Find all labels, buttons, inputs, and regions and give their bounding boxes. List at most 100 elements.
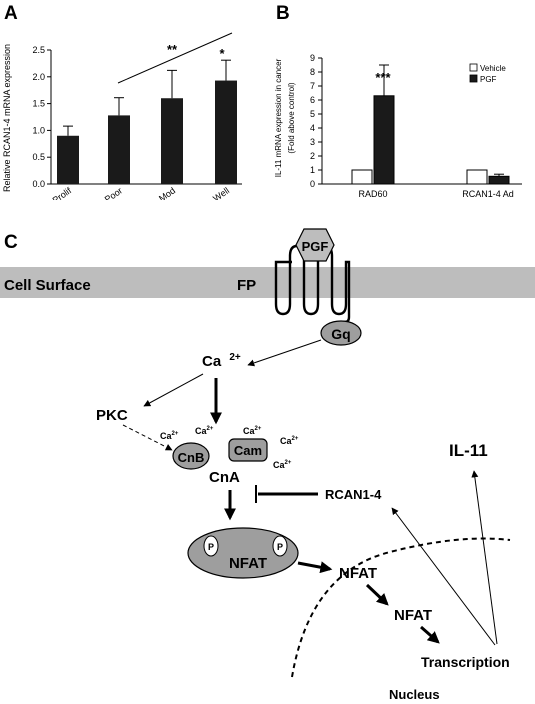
y-tick-label: 2.5 [32,45,45,55]
calcium-ion: Ca2+ [280,436,299,446]
panel-b-legend: Vehicle PGF [469,63,506,84]
phosphate-right-label: P [277,542,283,552]
legend-label-pgf: PGF [480,75,497,84]
arrow-transcription-to-rcan [391,507,496,646]
gq-protein [320,320,362,346]
nuclear-membrane [291,537,511,678]
x-tick-label: Prolif [51,185,74,200]
panel-c-diagram: C Cell Surface FP PGF Gq Ca 2+ PKC Ca2+ … [0,228,535,702]
y-tick-label: 3 [310,137,315,147]
y-tick-label: 1.5 [32,99,45,109]
y-tick-label: 0.5 [32,152,45,162]
pkc-label: PKC [96,407,128,424]
panel-b-chart: B IL-11 mRNA expression in cancer (Fold … [274,3,522,199]
arrow-transcription-to-il11 [471,470,498,645]
y-tick-label: 4 [310,123,315,133]
phosphate-left [203,535,219,557]
calcium-ion-superscript: 2+ [255,426,262,432]
bar [488,175,510,185]
y-tick-label: 6 [310,95,315,105]
cell-surface-label: Cell Surface [4,277,91,294]
panel-a-trend-line [117,32,233,84]
calcium-label: Ca 2+ [202,352,241,370]
phosphate-left-label: P [208,542,214,552]
arrow-nfat-to-nfat [365,583,389,606]
x-tick-label: Mod [157,185,177,200]
arrow-gq-to-ca [247,339,322,367]
calcium-ion-superscript: 2+ [207,426,214,432]
panel-a-ylabel: Relative RCAN1-4 mRNA expression [2,44,12,192]
panel-letter-b: B [276,3,290,24]
y-tick-label: 7 [310,81,315,91]
calcium-ion-superscript: 2+ [172,431,179,437]
bar [351,169,373,185]
rcan-label: RCAN1-4 [325,487,382,502]
y-tick-label: 5 [310,109,315,119]
calcium-ion-superscript: 2+ [292,436,299,442]
panel-letter-a: A [4,3,18,24]
panel-b-ylabel: IL-11 mRNA expression in cancer [274,58,283,177]
arrow-nfat-translocation [297,561,333,574]
calcium-ion-text: Ca [195,426,207,436]
y-tick-label: 2 [310,151,315,161]
calcium-ion-text: Ca [160,431,172,441]
calcium-ion: Ca2+ [195,426,214,436]
x-tick-label: Poor [103,185,124,200]
nfat-main-label: NFAT [229,555,267,572]
bar [161,98,183,184]
calcium-text: Ca [202,353,222,370]
cnb-label: CnB [178,450,205,465]
nucleus-label: Nucleus [389,687,440,702]
transcription-label: Transcription [421,654,510,670]
cam-label: Cam [234,443,262,458]
y-tick-label: 0 [310,179,315,189]
calcium-ion-text: Ca [273,460,285,470]
y-tick-label: 2.0 [32,72,45,82]
legend-label-vehicle: Vehicle [480,64,506,73]
calcium-ion-text: Ca [280,436,292,446]
bar [57,135,79,184]
pgf-ligand [295,228,335,262]
calcium-ion: Ca2+ [273,460,292,470]
fp-receptor-label: FP [237,277,256,294]
panel-a-well-significance: * [219,46,225,61]
cnb-subunit [172,442,210,470]
calcium-ions: Ca2+ Ca2+ Ca2+ Ca2+ Ca2+ [160,426,299,470]
arrow-nfat-to-transcription [420,625,440,644]
calcium-ion: Ca2+ [160,431,179,441]
phosphate-right [272,535,288,557]
panel-letter-c: C [4,232,18,253]
pgf-label: PGF [302,239,329,254]
cell-membrane [0,267,535,298]
calcium-superscript: 2+ [229,352,241,363]
panel-b-ylabel-line1: IL-11 mRNA expression in cancer [274,58,283,177]
calcium-ion-text: Ca [243,426,255,436]
calcium-ion: Ca2+ [243,426,262,436]
bar [108,115,130,184]
nfat-dna-label: NFAT [394,607,432,624]
legend-swatch-pgf [469,74,478,83]
bar [466,169,488,185]
nfat-nuclear-label: NFAT [339,565,377,582]
calmodulin [228,438,268,462]
arrow-pkc-to-cnb [122,424,173,451]
il11-label: IL-11 [449,441,488,460]
bar [373,95,395,185]
cna-label: CnA [209,469,240,486]
panel-a-trend-significance: ** [167,42,178,57]
panel-b-ylabel-line2: (Fold above control) [287,82,296,153]
gq-label: Gq [331,326,350,342]
panel-a-chart: A Relative RCAN1-4 mRNA expression 0.0 0.… [2,3,242,200]
y-tick-label: 1.0 [32,125,45,135]
bar [215,80,237,184]
legend-swatch-vehicle [469,63,478,72]
calcium-ion-superscript: 2+ [285,460,292,466]
y-tick-label: 9 [310,53,315,63]
x-tick-label: RAD60 [358,189,387,199]
panel-b-significance: *** [375,70,391,85]
y-tick-label: 0.0 [32,179,45,189]
x-tick-label: RCAN1-4 Ad [462,189,514,199]
y-tick-label: 1 [310,165,315,175]
fp-receptor [274,244,351,324]
arrow-ca-to-pkc [143,373,204,407]
